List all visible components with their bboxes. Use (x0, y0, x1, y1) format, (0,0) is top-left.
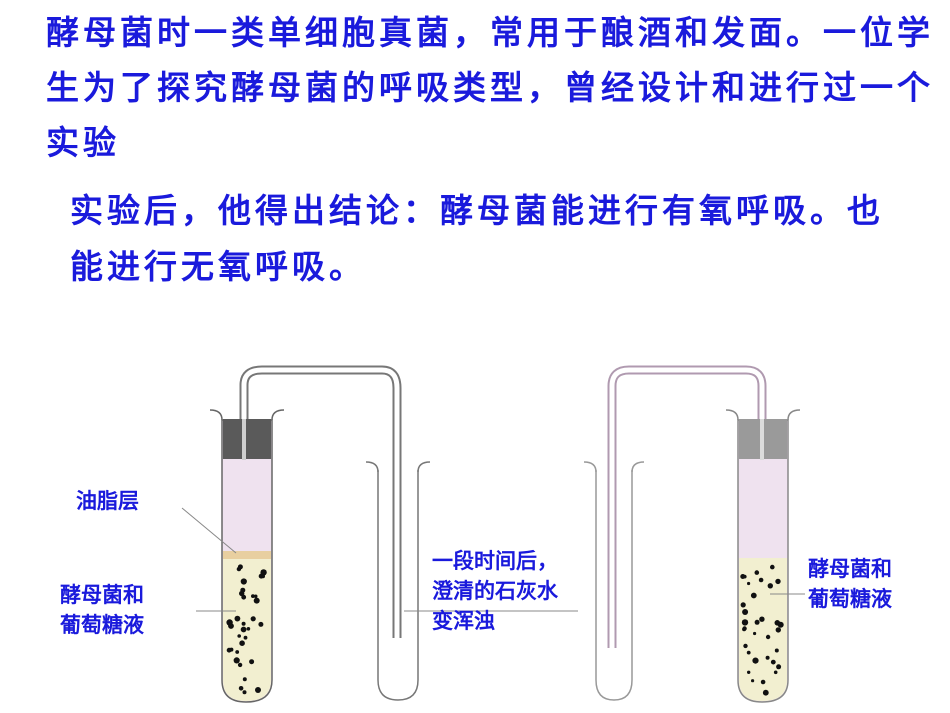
yeast-particle (246, 627, 251, 631)
left-apparatus (209, 365, 431, 703)
yeast-particle (743, 643, 748, 649)
yeast-particle (752, 657, 759, 664)
yeast-particle (240, 578, 247, 585)
leader-oil-layer (181, 507, 237, 554)
yeast-particle (754, 570, 760, 575)
yeast-particle (753, 631, 757, 636)
label-limewater-line1: 一段时间后， (432, 549, 558, 573)
yeast-particle (234, 615, 241, 622)
yeast-particle (742, 609, 749, 615)
yeast-particle (773, 670, 778, 675)
yeast-particle (233, 657, 240, 664)
experiment-diagram (181, 365, 805, 703)
yeast-particle (242, 677, 247, 682)
yeast-particle (746, 650, 751, 655)
yeast-particle (776, 664, 782, 670)
yeast-particle (261, 574, 265, 579)
yeast-particle (764, 691, 769, 695)
yeast-particle (742, 626, 747, 631)
yeast-particle (754, 619, 760, 625)
yeast-particle (747, 581, 751, 586)
yeast-particles-left (226, 564, 267, 695)
limewater-tube-right-rim (583, 461, 645, 473)
label-limewater-line2: 澄清的石灰水 (432, 579, 558, 603)
yeast-particle (241, 621, 246, 626)
yeast-particle (741, 619, 749, 626)
yeast-particle (253, 594, 258, 599)
yeast-particle (747, 670, 751, 674)
yeast-particle (740, 602, 746, 608)
yeast-tube-right-rim (725, 409, 801, 421)
conclusion-paragraph: 实验后，他得出结论：酵母菌能进行有氧呼吸。也能进行无氧呼吸。 (70, 191, 884, 286)
stopper-left (223, 419, 271, 459)
yeast-particle (742, 574, 747, 579)
label-yeast-right-line1: 酵母菌和 (808, 557, 892, 581)
yeast-particle (751, 679, 755, 683)
yeast-particle (237, 634, 241, 638)
yeast-particle (239, 640, 245, 646)
label-oil-layer: 油脂层 (76, 489, 139, 513)
yeast-particle (767, 583, 773, 589)
yeast-particle (239, 590, 245, 597)
oil-layer (223, 551, 271, 559)
yeast-particle (238, 686, 244, 691)
yeast-particle (251, 594, 255, 598)
yeast-particle (765, 634, 771, 640)
intro-paragraph: 酵母菌时一类单细胞真菌，常用于酿酒和发面。一位学生为了探究酵母菌的呼吸类型，曾经… (46, 13, 934, 162)
yeast-particle (775, 578, 781, 585)
yeast-particle (758, 577, 764, 583)
yeast-particle (253, 597, 260, 604)
yeast-tube-left-rim (209, 409, 285, 421)
label-yeast-right-line2: 葡萄糖液 (808, 587, 892, 611)
yeast-particle (229, 647, 234, 652)
yeast-particle (770, 564, 775, 570)
yeast-particle (770, 659, 776, 665)
yeast-particle (774, 648, 779, 653)
yeast-particles-right (740, 564, 784, 696)
yeast-particle (237, 564, 243, 570)
label-yeast-left-line1: 酵母菌和 (60, 583, 144, 607)
yeast-particle (235, 650, 240, 654)
yeast-particle (765, 655, 770, 660)
yeast-particle (260, 569, 267, 576)
yeast-particle (774, 620, 781, 626)
delivery-tube-left-inner (241, 367, 400, 638)
yeast-particle (250, 616, 256, 622)
yeast-particle (258, 621, 264, 627)
yeast-particle (759, 616, 765, 622)
delivery-tube-right-inner (609, 367, 765, 648)
yeast-particle (249, 659, 255, 665)
yeast-particle (242, 690, 247, 695)
yeast-particle (775, 627, 781, 633)
limewater-tube-right (595, 470, 633, 701)
yeast-particle (240, 626, 247, 633)
yeast-particle (760, 679, 766, 685)
yeast-particle (255, 687, 261, 693)
right-apparatus (583, 365, 801, 703)
yeast-particle (237, 662, 243, 668)
yeast-particle (228, 623, 234, 629)
limewater-tube-left (377, 470, 419, 701)
limewater-tube-left-rim (365, 461, 431, 473)
yeast-particle (750, 592, 757, 599)
label-yeast-left-line2: 葡萄糖液 (60, 613, 144, 637)
label-limewater-line3: 变浑浊 (432, 609, 495, 633)
yeast-particle (243, 635, 248, 640)
